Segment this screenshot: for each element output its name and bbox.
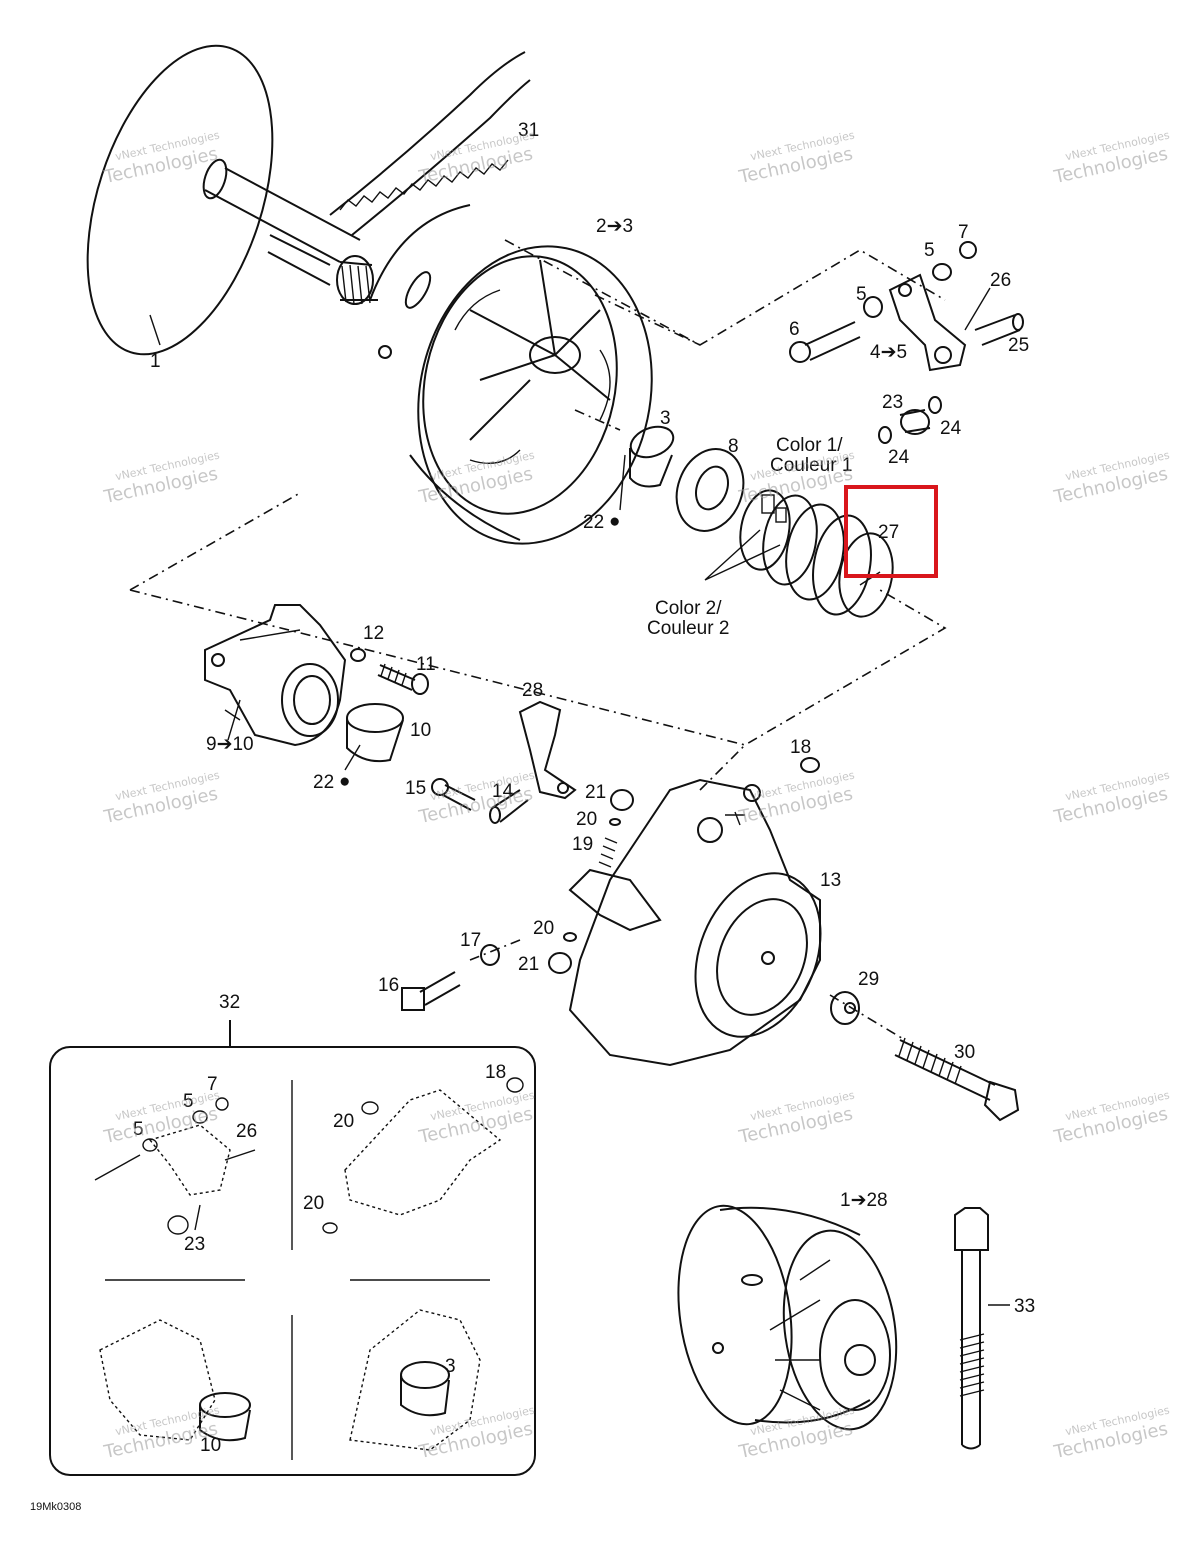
drive-belt-part-31	[329, 51, 531, 236]
callout-4-5: 4➔5	[870, 342, 907, 363]
callout-26: 26	[990, 270, 1011, 291]
callout-7: 7	[958, 222, 969, 243]
callout-13: 13	[820, 870, 841, 891]
callout-10: 10	[200, 1435, 221, 1456]
callout-8: 8	[728, 436, 739, 457]
spider-part-9	[204, 604, 347, 747]
callout-7: 7	[207, 1074, 218, 1095]
figure-code: 19Mk0308	[30, 1501, 81, 1513]
callout-22: 22	[313, 772, 334, 793]
pin-part-14	[489, 789, 529, 824]
callout-10: 10	[410, 720, 431, 741]
screw-part-11	[377, 663, 429, 695]
hardware-set	[401, 757, 1020, 1122]
callout-20: 20	[303, 1193, 324, 1214]
color-1-label-fr: Couleur 1	[770, 455, 852, 476]
highlight-box-part-27	[844, 485, 938, 578]
callout-5: 5	[924, 240, 935, 261]
bolt-part-33	[954, 1207, 1010, 1450]
bushing-part-10	[346, 703, 404, 763]
callout-1-28: 1➔28	[840, 1190, 888, 1211]
lube-symbol: ●	[609, 511, 620, 532]
callout-3: 3	[445, 1356, 456, 1377]
fixed-sheave-part-1	[86, 44, 378, 356]
callout-20: 20	[533, 918, 554, 939]
callout-12: 12	[363, 623, 384, 644]
assembly-reference-lines	[129, 239, 947, 1041]
callout-5: 5	[856, 284, 867, 305]
inset-box-part-32	[49, 1020, 536, 1476]
assembled-clutch-part-1-28	[677, 1204, 898, 1431]
callout-26: 26	[236, 1121, 257, 1142]
color-2-label: Color 2/	[655, 598, 722, 619]
callout-23: 23	[882, 392, 903, 413]
callout-24: 24	[940, 418, 962, 439]
callout-23: 23	[184, 1234, 205, 1255]
washer-part-12	[350, 648, 366, 662]
callout-28: 28	[522, 680, 543, 701]
callout-21: 21	[585, 782, 606, 803]
callout-22: 22	[583, 512, 604, 533]
callout-25: 25	[1008, 335, 1029, 356]
callout-16: 16	[378, 975, 399, 996]
callout-29: 29	[858, 969, 879, 990]
callout-2-3: 2➔3	[596, 216, 633, 237]
callout-6: 6	[789, 319, 800, 340]
callout-5: 5	[133, 1119, 144, 1140]
callout-30: 30	[954, 1042, 975, 1063]
callout-24: 24	[888, 447, 910, 468]
callout-19: 19	[572, 834, 593, 855]
callout-9-10: 9➔10	[206, 734, 254, 755]
callout-11: 11	[416, 654, 436, 675]
screw-part-15	[431, 778, 476, 811]
callout-15: 15	[405, 778, 426, 799]
callout-17: 17	[460, 930, 481, 951]
lever-assembly	[789, 241, 1024, 444]
callout-31: 31	[518, 120, 539, 141]
washer-part-8	[675, 448, 745, 532]
sliding-sheave-part-2	[369, 204, 653, 545]
governor-cup-part-13	[568, 778, 822, 1067]
callout-14: 14	[492, 781, 514, 802]
callout-5: 5	[183, 1091, 194, 1112]
callout-27: 27	[878, 522, 899, 543]
callout-20: 20	[576, 809, 597, 830]
color-1-label: Color 1/	[776, 435, 843, 456]
ramp-part-28	[518, 700, 577, 800]
callout-18: 18	[485, 1062, 506, 1083]
callout-3: 3	[660, 408, 671, 429]
lube-symbol: ●	[339, 771, 350, 792]
callout-21: 21	[518, 954, 539, 975]
color-2-label-fr: Couleur 2	[647, 618, 729, 639]
spring-part-27	[739, 489, 894, 618]
callout-20: 20	[333, 1111, 354, 1132]
bushing-part-3	[629, 425, 675, 488]
callout-1: 1	[150, 351, 161, 372]
callout-18: 18	[790, 737, 811, 758]
callout-32: 32	[219, 992, 240, 1013]
callout-labels: 1 31 2➔3 7 5 26 5 6 4➔5 25 23 24 24 3 8 …	[30, 120, 1035, 1513]
callout-33: 33	[1014, 1296, 1035, 1317]
